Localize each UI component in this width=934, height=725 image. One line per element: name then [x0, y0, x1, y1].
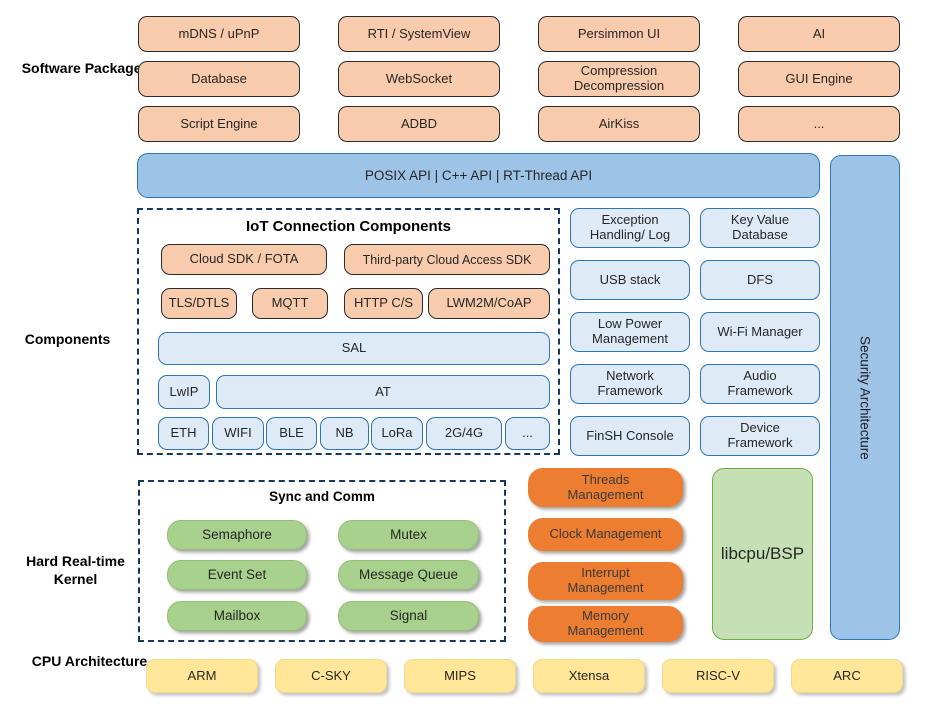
package-box: GUI Engine: [738, 61, 900, 97]
api-bar: POSIX API | C++ API | RT-Thread API: [137, 153, 820, 198]
libcpu-bsp-box: libcpu/BSP: [712, 468, 813, 640]
cpu-architecture-row: ARM C-SKY MIPS Xtensa RISC-V ARC: [146, 659, 903, 693]
sync-box: Mutex: [338, 520, 479, 550]
layer-label-software-packages: Software Packages: [21, 60, 150, 76]
component-box: Key Value Database: [700, 208, 820, 248]
package-box: Persimmon UI: [538, 16, 700, 52]
component-box: Exception Handling/ Log: [570, 208, 690, 248]
component-box: Network Framework: [570, 364, 690, 404]
layer-label-components: Components: [24, 331, 111, 347]
package-box: AI: [738, 16, 900, 52]
sync-box: Semaphore: [167, 520, 307, 550]
sync-box: Mailbox: [167, 601, 307, 631]
package-box: Compression Decompression: [538, 61, 700, 97]
components-grid: Exception Handling/ Log Key Value Databa…: [570, 208, 820, 456]
software-packages-grid: mDNS / uPnP RTI / SystemView Persimmon U…: [138, 16, 900, 142]
component-box: FinSH Console: [570, 416, 690, 456]
package-box: Script Engine: [138, 106, 300, 142]
component-box: Audio Framework: [700, 364, 820, 404]
management-box: Threads Management: [528, 468, 683, 507]
component-box: Device Framework: [700, 416, 820, 456]
iot-chip: LoRa: [371, 417, 423, 450]
cpu-box: Xtensa: [533, 659, 645, 693]
component-box: DFS: [700, 260, 820, 300]
iot-box: LWM2M/CoAP: [428, 288, 550, 319]
component-box: Low Power Management: [570, 312, 690, 352]
security-architecture-bar: Security Architecture: [830, 155, 900, 640]
sync-box: Message Queue: [338, 560, 479, 590]
sync-box: Event Set: [167, 560, 307, 590]
iot-box: MQTT: [252, 288, 328, 319]
iot-chip: 2G/4G: [426, 417, 502, 450]
cpu-box: C-SKY: [275, 659, 387, 693]
package-box: Database: [138, 61, 300, 97]
package-box: ADBD: [338, 106, 500, 142]
management-box: Memory Management: [528, 606, 683, 642]
at-box: AT: [216, 375, 550, 409]
cpu-box: ARC: [791, 659, 903, 693]
iot-box: Cloud SDK / FOTA: [161, 244, 327, 275]
package-box: WebSocket: [338, 61, 500, 97]
iot-chip: BLE: [266, 417, 317, 450]
layer-label-kernel: Hard Real-time Kernel: [26, 553, 125, 588]
iot-box: TLS/DTLS: [161, 288, 237, 319]
package-box: RTI / SystemView: [338, 16, 500, 52]
package-box: ...: [738, 106, 900, 142]
management-box: Interrupt Management: [528, 562, 683, 600]
sync-box: Signal: [338, 601, 479, 631]
iot-connection-components-box: IoT Connection Components Cloud SDK / FO…: [137, 208, 560, 455]
component-box: USB stack: [570, 260, 690, 300]
sync-comm-title: Sync and Comm: [269, 489, 375, 504]
cpu-box: RISC-V: [662, 659, 774, 693]
iot-box: Third-party Cloud Access SDK: [344, 244, 550, 275]
cpu-box: ARM: [146, 659, 258, 693]
component-box: Wi-Fi Manager: [700, 312, 820, 352]
iot-box-title: IoT Connection Components: [246, 218, 451, 235]
sync-and-comm-box: Sync and Comm Semaphore Mutex Event Set …: [138, 480, 506, 642]
iot-chip: ETH: [158, 417, 209, 450]
lwip-box: LwIP: [158, 375, 210, 409]
iot-chip: NB: [320, 417, 369, 450]
iot-chip: WIFI: [212, 417, 264, 450]
iot-box: HTTP C/S: [344, 288, 423, 319]
package-box: mDNS / uPnP: [138, 16, 300, 52]
cpu-box: MIPS: [404, 659, 516, 693]
iot-chip: ...: [505, 417, 550, 450]
kernel-management-column: Threads Management Clock Management Inte…: [528, 468, 683, 642]
package-box: AirKiss: [538, 106, 700, 142]
management-box: Clock Management: [528, 518, 683, 551]
sal-box: SAL: [158, 332, 550, 365]
layer-label-cpu: CPU Architecture: [31, 653, 148, 669]
